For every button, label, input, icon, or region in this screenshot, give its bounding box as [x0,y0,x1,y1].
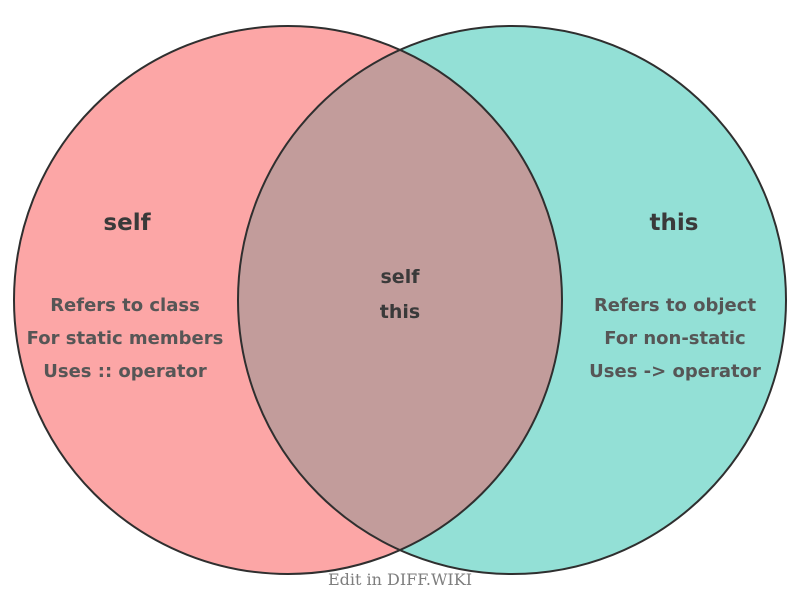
overlap-region-fill [237,49,563,551]
intersection-item-2: this [380,301,420,323]
left-item-1: Refers to class [50,295,200,316]
right-item-1: Refers to object [594,295,757,316]
left-circle-title: self [103,210,151,236]
intersection-item-1: self [381,266,421,288]
left-item-2: For static members [27,328,224,349]
edit-caption-link[interactable]: Edit in DIFF.WIKI [328,570,472,589]
right-circle-title: this [650,210,699,236]
left-circle-outline [13,25,563,575]
right-circle-outline [237,25,787,575]
left-item-3: Uses :: operator [43,361,207,382]
right-item-2: For non-static [604,328,745,349]
right-item-3: Uses -> operator [589,361,761,382]
